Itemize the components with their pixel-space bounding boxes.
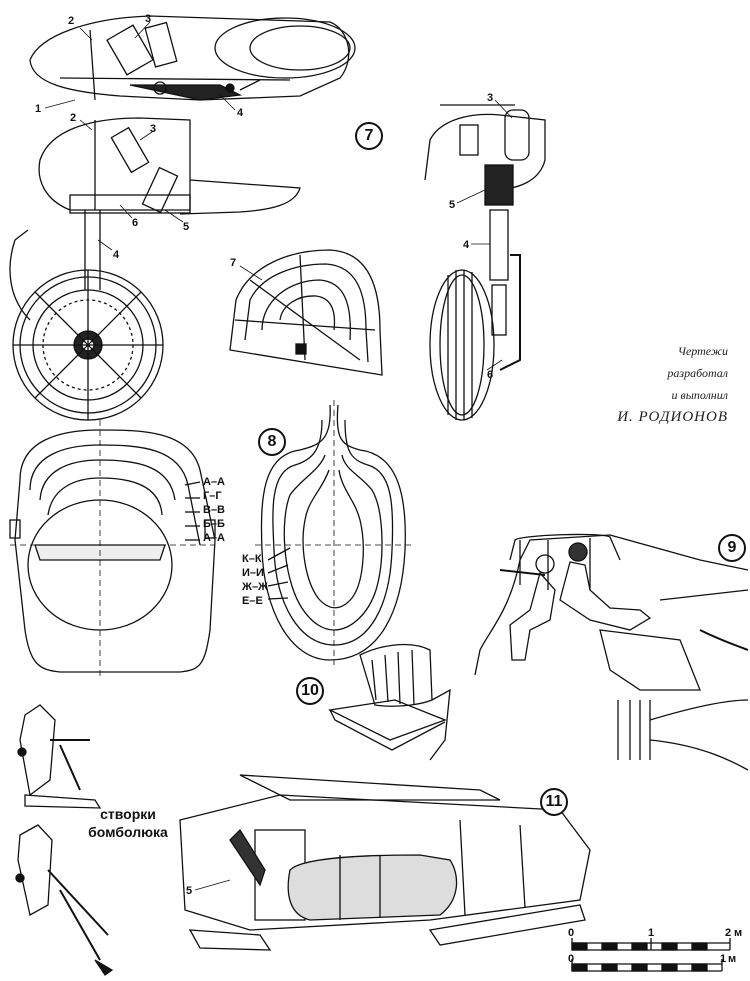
credit-line-3: и выполнил — [671, 388, 728, 402]
part-label-3: 3 — [145, 13, 151, 25]
credit-author: И. РОДИОНОВ — [617, 409, 728, 425]
scale-bottom-tick-0: 0 — [568, 953, 574, 965]
part-label-4c: 4 — [463, 239, 470, 251]
landing-gear-front-view — [424, 104, 546, 421]
author-credit: Чертежи разработал и выполнил И. РОДИОНО… — [578, 340, 728, 428]
part-label-6b: 6 — [487, 369, 493, 381]
leader-lines — [44, 21, 513, 891]
caption-line-2: бомболюка — [88, 824, 168, 840]
part-label-3c: 3 — [487, 92, 493, 104]
scale-bottom-unit: м — [728, 953, 736, 965]
section-label-k-k: К–К — [242, 553, 262, 565]
part-number-labels: 1 2 3 4 2 3 4 5 6 7 3 5 4 6 5 — [35, 13, 493, 897]
scale-top-tick-1: 1 — [648, 927, 654, 939]
section-labels: А–А Г–Г В–В Б–Б А–А К–К И–И Ж–Ж Е–Е — [203, 476, 268, 607]
scale-top-unit: м — [734, 927, 742, 939]
seat-view — [327, 643, 451, 761]
scale-labels: 0 1 2 м 0 1 м — [568, 927, 742, 965]
section-label-e-e: Е–Е — [242, 595, 263, 607]
section-number-9: 9 — [718, 534, 746, 562]
part-label-2b: 2 — [70, 112, 76, 124]
scale-top-tick-0: 0 — [568, 927, 574, 939]
section-label-g-g: Г–Г — [203, 490, 222, 502]
bomb-doors-caption: створки бомболюка — [88, 805, 168, 841]
section-number-10: 10 — [296, 677, 324, 705]
crew-cockpit-view — [474, 533, 749, 771]
part-label-5c: 5 — [186, 885, 192, 897]
section-number-8: 8 — [258, 428, 286, 456]
credit-line-2: разработал — [667, 366, 728, 380]
part-label-4: 4 — [237, 107, 244, 119]
landing-gear-side-view — [9, 117, 301, 421]
wheel-well-section — [229, 249, 383, 376]
caption-line-1: створки — [100, 806, 156, 822]
scale-bottom-tick-1: 1 — [720, 953, 726, 965]
part-label-3b: 3 — [150, 123, 156, 135]
part-label-6: 6 — [132, 217, 138, 229]
fuselage-sections-left — [9, 420, 216, 680]
part-label-5: 5 — [183, 221, 189, 233]
part-label-1: 1 — [35, 103, 41, 115]
scale-top-tick-2: 2 — [725, 927, 731, 939]
section-number-7: 7 — [355, 122, 383, 150]
fuselage-sections-right — [255, 400, 415, 665]
section-label-i-i: И–И — [242, 567, 264, 579]
bomb-door-mechanism — [15, 704, 114, 976]
scale-bar-top — [571, 938, 731, 951]
section-label-v-v: В–В — [203, 504, 225, 516]
part-label-2: 2 — [68, 15, 74, 27]
section-label-zh-zh: Ж–Ж — [241, 581, 268, 593]
part-label-4b: 4 — [113, 249, 120, 261]
nacelle-retracted-view — [29, 15, 356, 101]
bomb-bay-cutaway — [179, 774, 591, 951]
credit-line-1: Чертежи — [677, 344, 728, 358]
part-label-5b: 5 — [449, 199, 455, 211]
section-number-11: 11 — [540, 788, 568, 816]
section-label-a-a-bottom: А–А — [203, 532, 225, 544]
part-label-7: 7 — [230, 257, 236, 269]
section-label-b-b: Б–Б — [203, 518, 225, 530]
scale-bar-bottom — [571, 959, 723, 972]
section-label-a-a-top: А–А — [203, 476, 225, 488]
